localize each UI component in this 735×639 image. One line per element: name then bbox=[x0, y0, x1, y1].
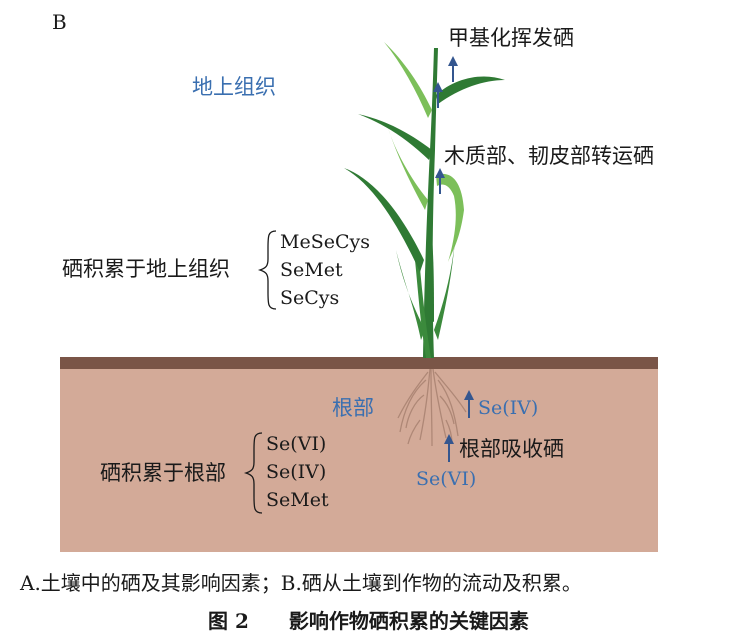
plant-roots bbox=[397, 368, 467, 447]
soil-body bbox=[60, 366, 658, 552]
species-item: Se(IV) bbox=[266, 461, 327, 483]
arrow-up-icon bbox=[444, 434, 454, 462]
figure-subtitle: A.土壤中的硒及其影响因素；B.硒从土壤到作物的流动及积累。 bbox=[20, 571, 582, 595]
arrow-up-icon bbox=[464, 390, 474, 418]
aboveground-brace bbox=[257, 230, 277, 310]
transport-arrows bbox=[433, 56, 474, 462]
species-item: Se(VI) bbox=[266, 433, 327, 455]
aboveground-accumulation-label: 硒积累于地上组织 bbox=[62, 257, 230, 281]
species-item: MeSeCys bbox=[280, 231, 370, 253]
arrow-up-icon bbox=[448, 56, 458, 82]
aboveground-species-list: MeSeCys SeMet SeCys bbox=[280, 228, 370, 312]
species-item: SeCys bbox=[280, 287, 340, 309]
figure-title: 图 2 影响作物硒积累的关键因素 bbox=[208, 609, 529, 633]
methylation-volatilization-label: 甲基化挥发硒 bbox=[448, 26, 574, 50]
panel-label: B bbox=[52, 10, 67, 34]
root-uptake-label: 根部吸收硒 bbox=[459, 437, 564, 461]
soil-surface bbox=[60, 357, 658, 369]
se-vi-label: Se(VI) bbox=[416, 468, 477, 490]
root-species-list: Se(VI) Se(IV) SeMet bbox=[266, 430, 329, 514]
species-item: SeMet bbox=[266, 489, 329, 511]
arrow-up-icon bbox=[433, 82, 443, 108]
xylem-phloem-transport-label: 木质部、韧皮部转运硒 bbox=[444, 144, 654, 168]
root-region-label: 根部 bbox=[332, 396, 374, 420]
root-accumulation-label: 硒积累于根部 bbox=[100, 461, 226, 485]
diagram-canvas bbox=[60, 42, 658, 552]
species-item: SeMet bbox=[280, 259, 343, 281]
aboveground-region-label: 地上组织 bbox=[192, 75, 276, 99]
arrow-up-icon bbox=[435, 168, 445, 194]
root-brace bbox=[243, 432, 263, 514]
plant-shoot bbox=[344, 42, 505, 358]
se-iv-label: Se(IV) bbox=[478, 397, 539, 419]
